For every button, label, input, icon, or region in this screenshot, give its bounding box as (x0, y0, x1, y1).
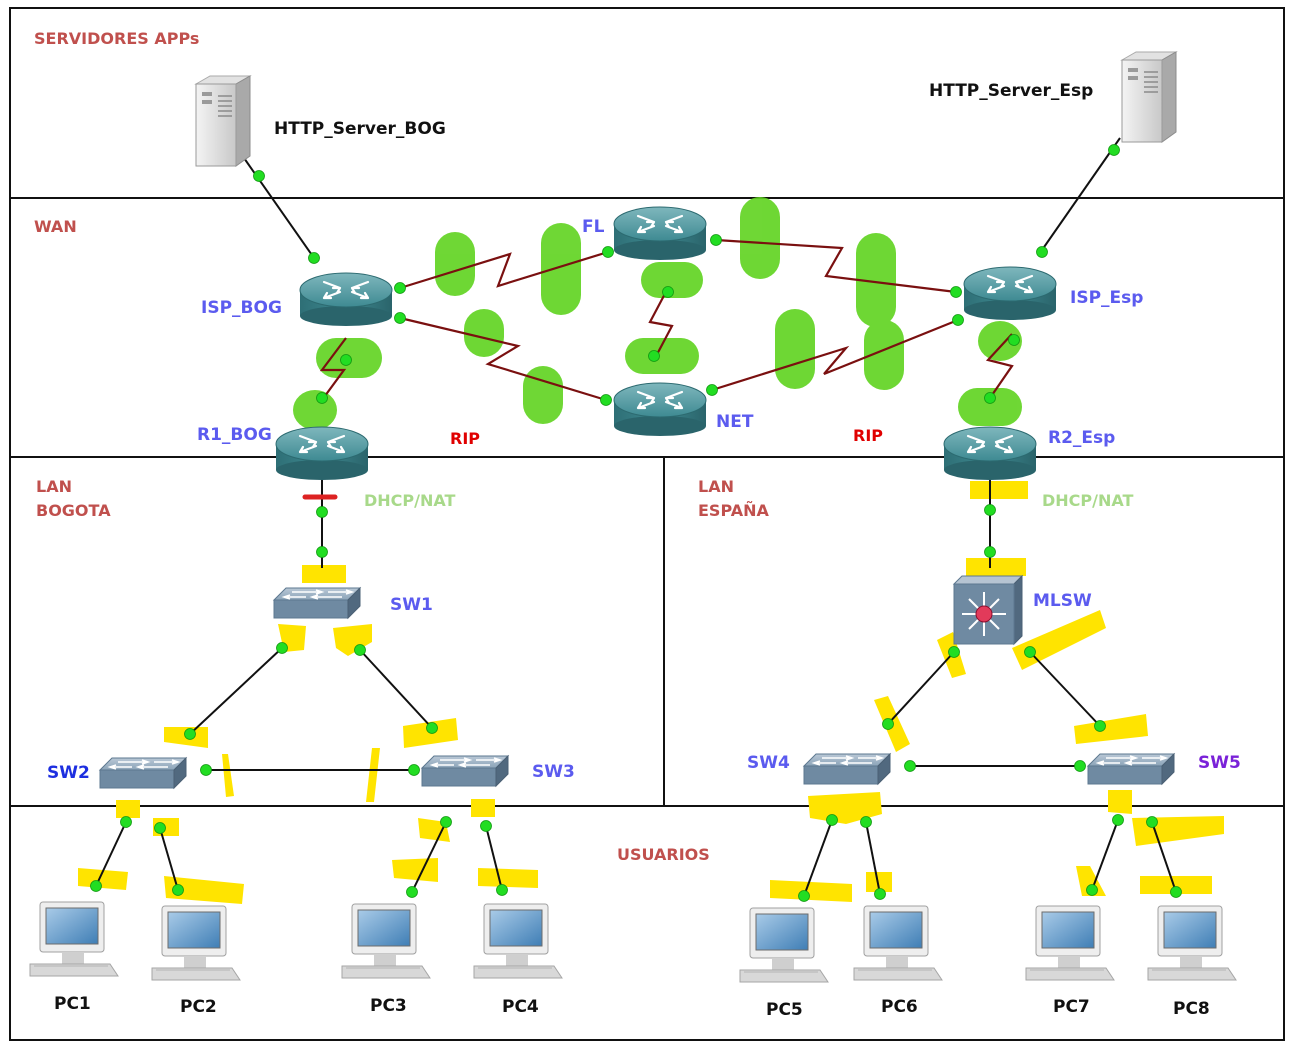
switch-sw4[interactable] (803, 753, 891, 785)
label-fl: FL (582, 217, 605, 237)
pc-pc4[interactable] (473, 903, 563, 979)
zone-label-lan-espana-2: ESPAÑA (698, 501, 769, 520)
zone-label-lan-espana-1: LAN (698, 477, 734, 496)
label-r2-esp: R2_Esp (1048, 428, 1115, 448)
label-sw4: SW4 (747, 753, 790, 773)
lan-highlights (78, 481, 1224, 904)
label-pc3: PC3 (370, 996, 407, 1016)
label-net: NET (716, 412, 754, 432)
label-pc5: PC5 (766, 1000, 803, 1020)
label-sw1: SW1 (390, 595, 433, 615)
router-r1-bog[interactable] (274, 425, 370, 482)
router-isp-bog[interactable] (298, 271, 394, 328)
switch-sw3[interactable] (421, 755, 509, 787)
switch-mlsw[interactable] (953, 575, 1023, 645)
label-pc4: PC4 (502, 997, 539, 1017)
pc-pc3[interactable] (341, 903, 431, 979)
router-fl[interactable] (612, 205, 708, 262)
label-pc2: PC2 (180, 997, 217, 1017)
protocol-rip-right: RIP (853, 426, 883, 445)
serial-links (319, 238, 1014, 402)
label-pc6: PC6 (881, 997, 918, 1017)
label-sw2: SW2 (47, 763, 90, 783)
zone-label-lan-bogota-1: LAN (36, 477, 72, 496)
pc-pc5[interactable] (739, 907, 829, 983)
zone-label-apps: SERVIDORES APPs (34, 29, 199, 48)
pc-pc6[interactable] (853, 905, 943, 981)
ethernet-links (95, 137, 1177, 897)
switch-sw1[interactable] (273, 587, 361, 619)
zone-label-wan: WAN (34, 217, 77, 236)
label-http-server-bog: HTTP_Server_BOG (274, 119, 446, 139)
router-r2-esp[interactable] (942, 425, 1038, 482)
router-isp-esp[interactable] (962, 265, 1058, 322)
pc-pc8[interactable] (1147, 905, 1237, 981)
server-http-esp[interactable] (1121, 51, 1177, 143)
label-sw3: SW3 (532, 762, 575, 782)
label-r1-bog: R1_BOG (197, 425, 272, 445)
port-dots (90, 144, 1182, 902)
pc-pc2[interactable] (151, 905, 241, 981)
switch-sw2[interactable] (99, 757, 187, 789)
zone-label-lan-bogota-2: BOGOTA (36, 501, 111, 520)
label-http-server-esp: HTTP_Server_Esp (929, 81, 1093, 101)
switch-sw5[interactable] (1087, 753, 1175, 785)
pc-pc1[interactable] (29, 901, 119, 977)
label-sw5: SW5 (1198, 753, 1241, 773)
protocol-rip-left: RIP (450, 429, 480, 448)
protocol-dhcp-nat-right: DHCP/NAT (1042, 491, 1134, 510)
server-http-bog[interactable] (195, 75, 251, 167)
zone-frames (9, 7, 1285, 1041)
protocol-dhcp-nat-left: DHCP/NAT (364, 491, 456, 510)
label-isp-bog: ISP_BOG (201, 298, 282, 318)
label-pc7: PC7 (1053, 997, 1090, 1017)
label-pc8: PC8 (1173, 999, 1210, 1019)
router-net[interactable] (612, 381, 708, 438)
label-pc1: PC1 (54, 994, 91, 1014)
pc-pc7[interactable] (1025, 905, 1115, 981)
label-mlsw: MLSW (1033, 591, 1092, 611)
zone-label-users: USUARIOS (617, 845, 710, 864)
label-isp-esp: ISP_Esp (1070, 288, 1143, 308)
